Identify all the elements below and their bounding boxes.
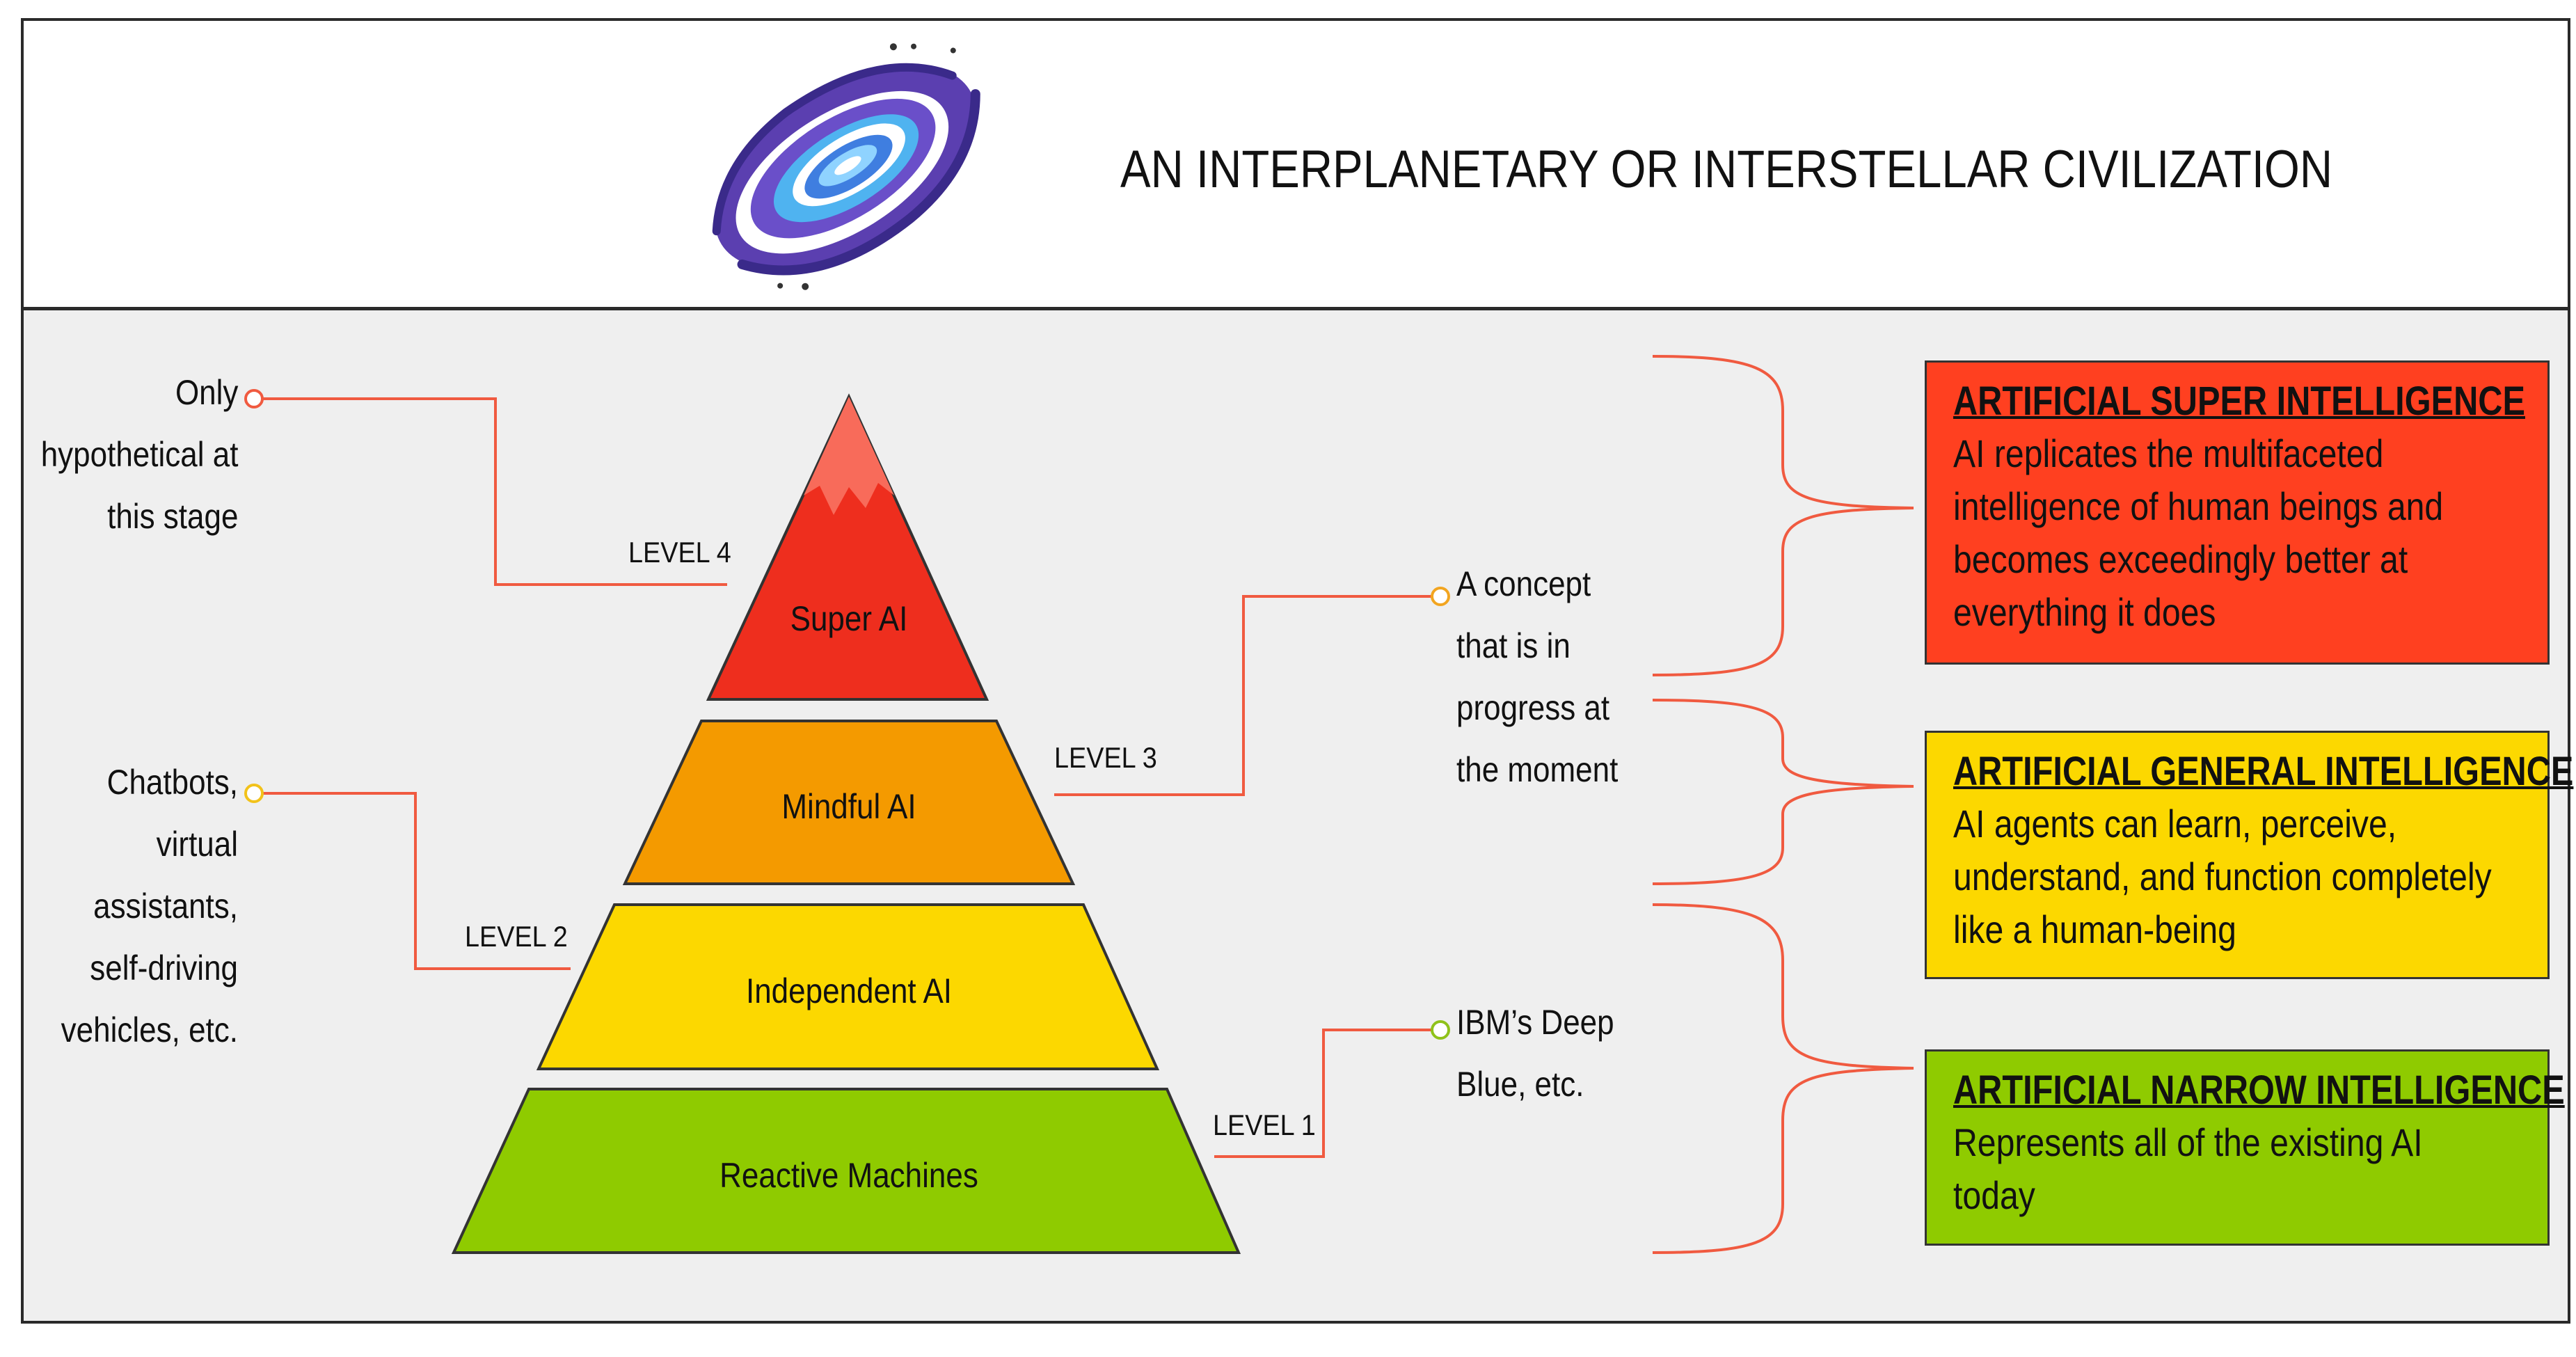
category-description: Represents all of the existing AI today (1953, 1116, 2500, 1222)
note-line: IBM’s Deep (1456, 1003, 1614, 1042)
description-line: understand, and function completely (1953, 855, 2492, 898)
galaxy-icon (712, 43, 980, 290)
note-line: A concept (1456, 564, 1591, 603)
category-heading: ARTIFICIAL GENERAL INTELLIGENCE (1953, 749, 2574, 794)
brace-general (1652, 699, 1914, 885)
note-line: Blue, etc. (1456, 1065, 1584, 1104)
note-line: assistants, (93, 887, 238, 926)
note-level3: A concept that is in progress at the mom… (1456, 553, 1618, 801)
description-line: today (1953, 1173, 2035, 1217)
category-heading: ARTIFICIAL NARROW INTELLIGENCE (1953, 1068, 2565, 1113)
connector-level1 (1214, 1029, 1432, 1158)
description-line: AI replicates the multifaceted (1953, 431, 2384, 475)
note-line: virtual (156, 825, 238, 864)
note-line: the moment (1456, 750, 1619, 789)
category-box-general: ARTIFICIAL GENERAL INTELLIGENCE AI agent… (1925, 731, 2574, 979)
dot-level1 (1431, 1020, 1450, 1040)
note-level2: Chatbots, virtual assistants, self-drivi… (61, 752, 238, 1061)
category-description: AI replicates the multifaceted intellige… (1953, 427, 2500, 639)
category-box-narrow: ARTIFICIAL NARROW INTELLIGENCE Represent… (1925, 1049, 2565, 1246)
tier-mindful-ai (622, 720, 1076, 885)
dot-level4 (244, 389, 264, 408)
level-3-label: LEVEL 3 (1054, 741, 1157, 774)
connectors (263, 397, 1432, 1158)
note-level1: IBM’s Deep Blue, etc. (1456, 992, 1614, 1116)
tier-label-reactive-machines: Reactive Machines (719, 1156, 978, 1195)
note-line: vehicles, etc. (61, 1010, 238, 1049)
description-line: AI agents can learn, perceive, (1953, 802, 2397, 846)
note-line: progress at (1456, 688, 1610, 727)
page-title: AN INTERPLANETARY OR INTERSTELLAR CIVILI… (1120, 140, 2333, 199)
connector-level2 (263, 792, 571, 970)
description-line: Represents all of the existing AI (1953, 1120, 2423, 1164)
description-line: intelligence of human beings and (1953, 484, 2444, 528)
tier-reactive-machines (451, 1088, 1241, 1254)
note-line: self-driving (90, 949, 238, 987)
connector-level3 (1054, 595, 1432, 796)
tier-independent-ai (536, 903, 1160, 1070)
category-box-super: ARTIFICIAL SUPER INTELLIGENCE AI replica… (1925, 360, 2550, 665)
connector-level4 (263, 397, 727, 586)
tier-label-mindful-ai: Mindful AI (781, 787, 916, 826)
tier-label-independent-ai: Independent AI (745, 971, 953, 1010)
description-line: everything it does (1953, 590, 2216, 634)
level-1-label: LEVEL 1 (1213, 1109, 1316, 1141)
dot-level3 (1431, 587, 1450, 606)
level-4-label: LEVEL 4 (628, 536, 731, 569)
note-level4: Only hypothetical at this stage (40, 362, 238, 548)
category-description: AI agents can learn, perceive, understan… (1953, 797, 2500, 956)
note-line: this stage (106, 497, 238, 536)
snowcap-highlight (804, 397, 894, 515)
tier-super-ai (706, 393, 989, 701)
braces (1652, 355, 1914, 1254)
category-heading: ARTIFICIAL SUPER INTELLIGENCE (1953, 379, 2525, 424)
brace-super (1652, 355, 1914, 676)
dot-level2 (244, 784, 264, 803)
header-banner (21, 18, 2570, 310)
tier-label-super-ai: Super AI (790, 599, 908, 638)
note-line: hypothetical at (40, 435, 238, 474)
description-line: like a human-being (1953, 907, 2236, 951)
description-line: becomes exceedingly better at (1953, 537, 2408, 581)
note-line: Only (175, 373, 238, 412)
connector-dots (244, 389, 1450, 1040)
pyramid (451, 393, 1241, 1254)
level-2-label: LEVEL 2 (465, 920, 568, 953)
note-line: that is in (1456, 626, 1571, 665)
note-line: Chatbots, (106, 763, 238, 802)
brace-narrow (1652, 903, 1914, 1254)
